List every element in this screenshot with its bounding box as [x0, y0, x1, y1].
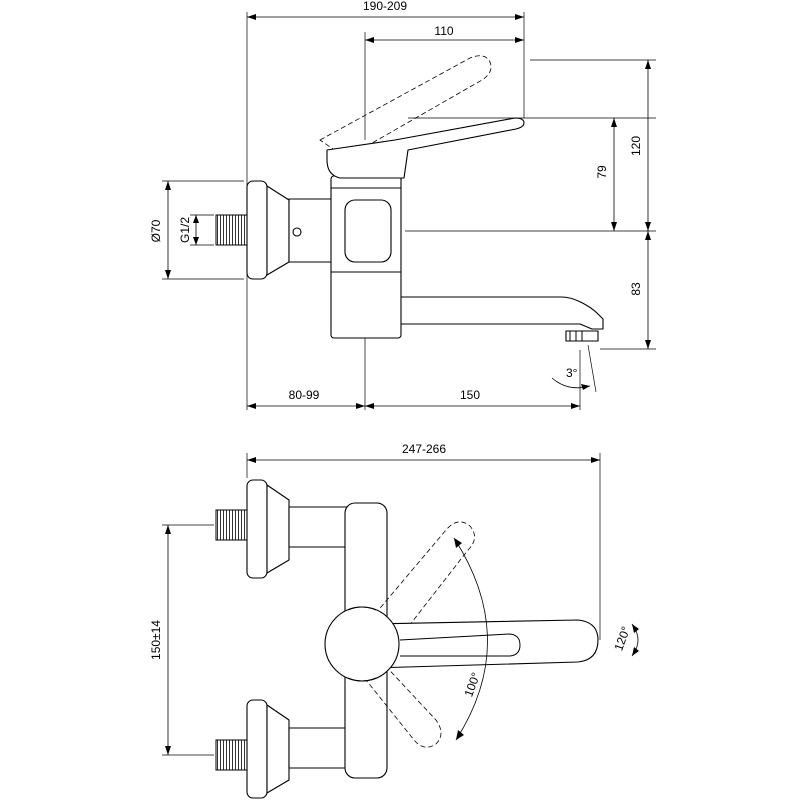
arrow: [645, 60, 651, 69]
dim-connection-spacing: 150±14: [149, 620, 163, 660]
arrow: [515, 37, 524, 43]
upper-arm: [288, 506, 348, 548]
arrow: [365, 403, 374, 409]
arrow: [515, 14, 524, 20]
arrow: [645, 231, 651, 240]
arrow: [645, 222, 651, 231]
spout: [397, 296, 604, 330]
top-lever: [371, 619, 599, 669]
arrow: [611, 118, 617, 127]
arrow: [247, 14, 256, 20]
arrow: [165, 525, 171, 534]
arrow: [632, 647, 639, 656]
hub-mark-top: [347, 606, 377, 611]
arrow: [247, 457, 256, 463]
upper-flange: [246, 479, 268, 579]
lever: [326, 117, 525, 179]
arrow: [247, 403, 256, 409]
body-window: [344, 199, 392, 263]
dim-lever-swing: 100°: [461, 670, 483, 698]
dim-overall-depth: 190-209: [363, 0, 407, 13]
arrow: [581, 384, 590, 390]
arrow: [165, 746, 171, 755]
dim-height-lower: 83: [629, 282, 643, 296]
dim-wall-offset: 80-99: [289, 388, 320, 402]
lever-raised-ghost: [319, 55, 492, 159]
dim-height-upper: 120: [629, 136, 643, 156]
swing-arc: [453, 537, 488, 741]
flange-cone: [266, 185, 290, 276]
lower-thread-connector: [215, 739, 248, 771]
dim-spout-angle: 3°: [566, 366, 578, 380]
dim-spout-swivel: 120°: [611, 624, 633, 652]
dim-overall-width: 247-266: [402, 442, 446, 456]
hub-mark-bottom: [347, 677, 377, 682]
arrow: [193, 237, 199, 245]
side-view: 190-209 110 120 79 83 Ø70 G1/2 80-99 150: [149, 0, 656, 410]
lower-flange: [246, 699, 268, 799]
dim-thread: G1/2: [178, 217, 192, 243]
grub-screw: [292, 227, 302, 237]
upper-thread-connector: [215, 509, 248, 541]
arrow: [591, 457, 600, 463]
arrow: [611, 222, 617, 231]
dim-spout-reach: 150: [460, 388, 480, 402]
ext-line: [587, 344, 597, 393]
upper-flange-cone: [266, 484, 290, 574]
lever-hub: [324, 606, 400, 682]
lever-groove: [399, 633, 521, 657]
dim-flange-diameter: Ø70: [149, 219, 163, 242]
lever-right-ghost: [365, 659, 442, 748]
lower-arm: [288, 727, 348, 769]
thread-connector: [215, 214, 248, 246]
arrow: [356, 403, 365, 409]
dim-height-lever: 79: [595, 165, 609, 179]
arrow: [454, 538, 462, 548]
top-view: 247-266 150±14 100° 120°: [149, 442, 639, 799]
arrow: [365, 37, 374, 43]
arrow: [645, 340, 651, 349]
wall-flange: [246, 180, 268, 280]
arrow: [456, 730, 464, 740]
arrow: [165, 181, 171, 190]
dim-lever-reach: 110: [434, 24, 453, 38]
lower-flange-cone: [266, 704, 290, 794]
lever-left-ghost: [369, 521, 475, 641]
arrow: [193, 215, 199, 223]
arrow: [571, 403, 580, 409]
arrow: [632, 624, 639, 633]
arrow: [165, 270, 171, 279]
